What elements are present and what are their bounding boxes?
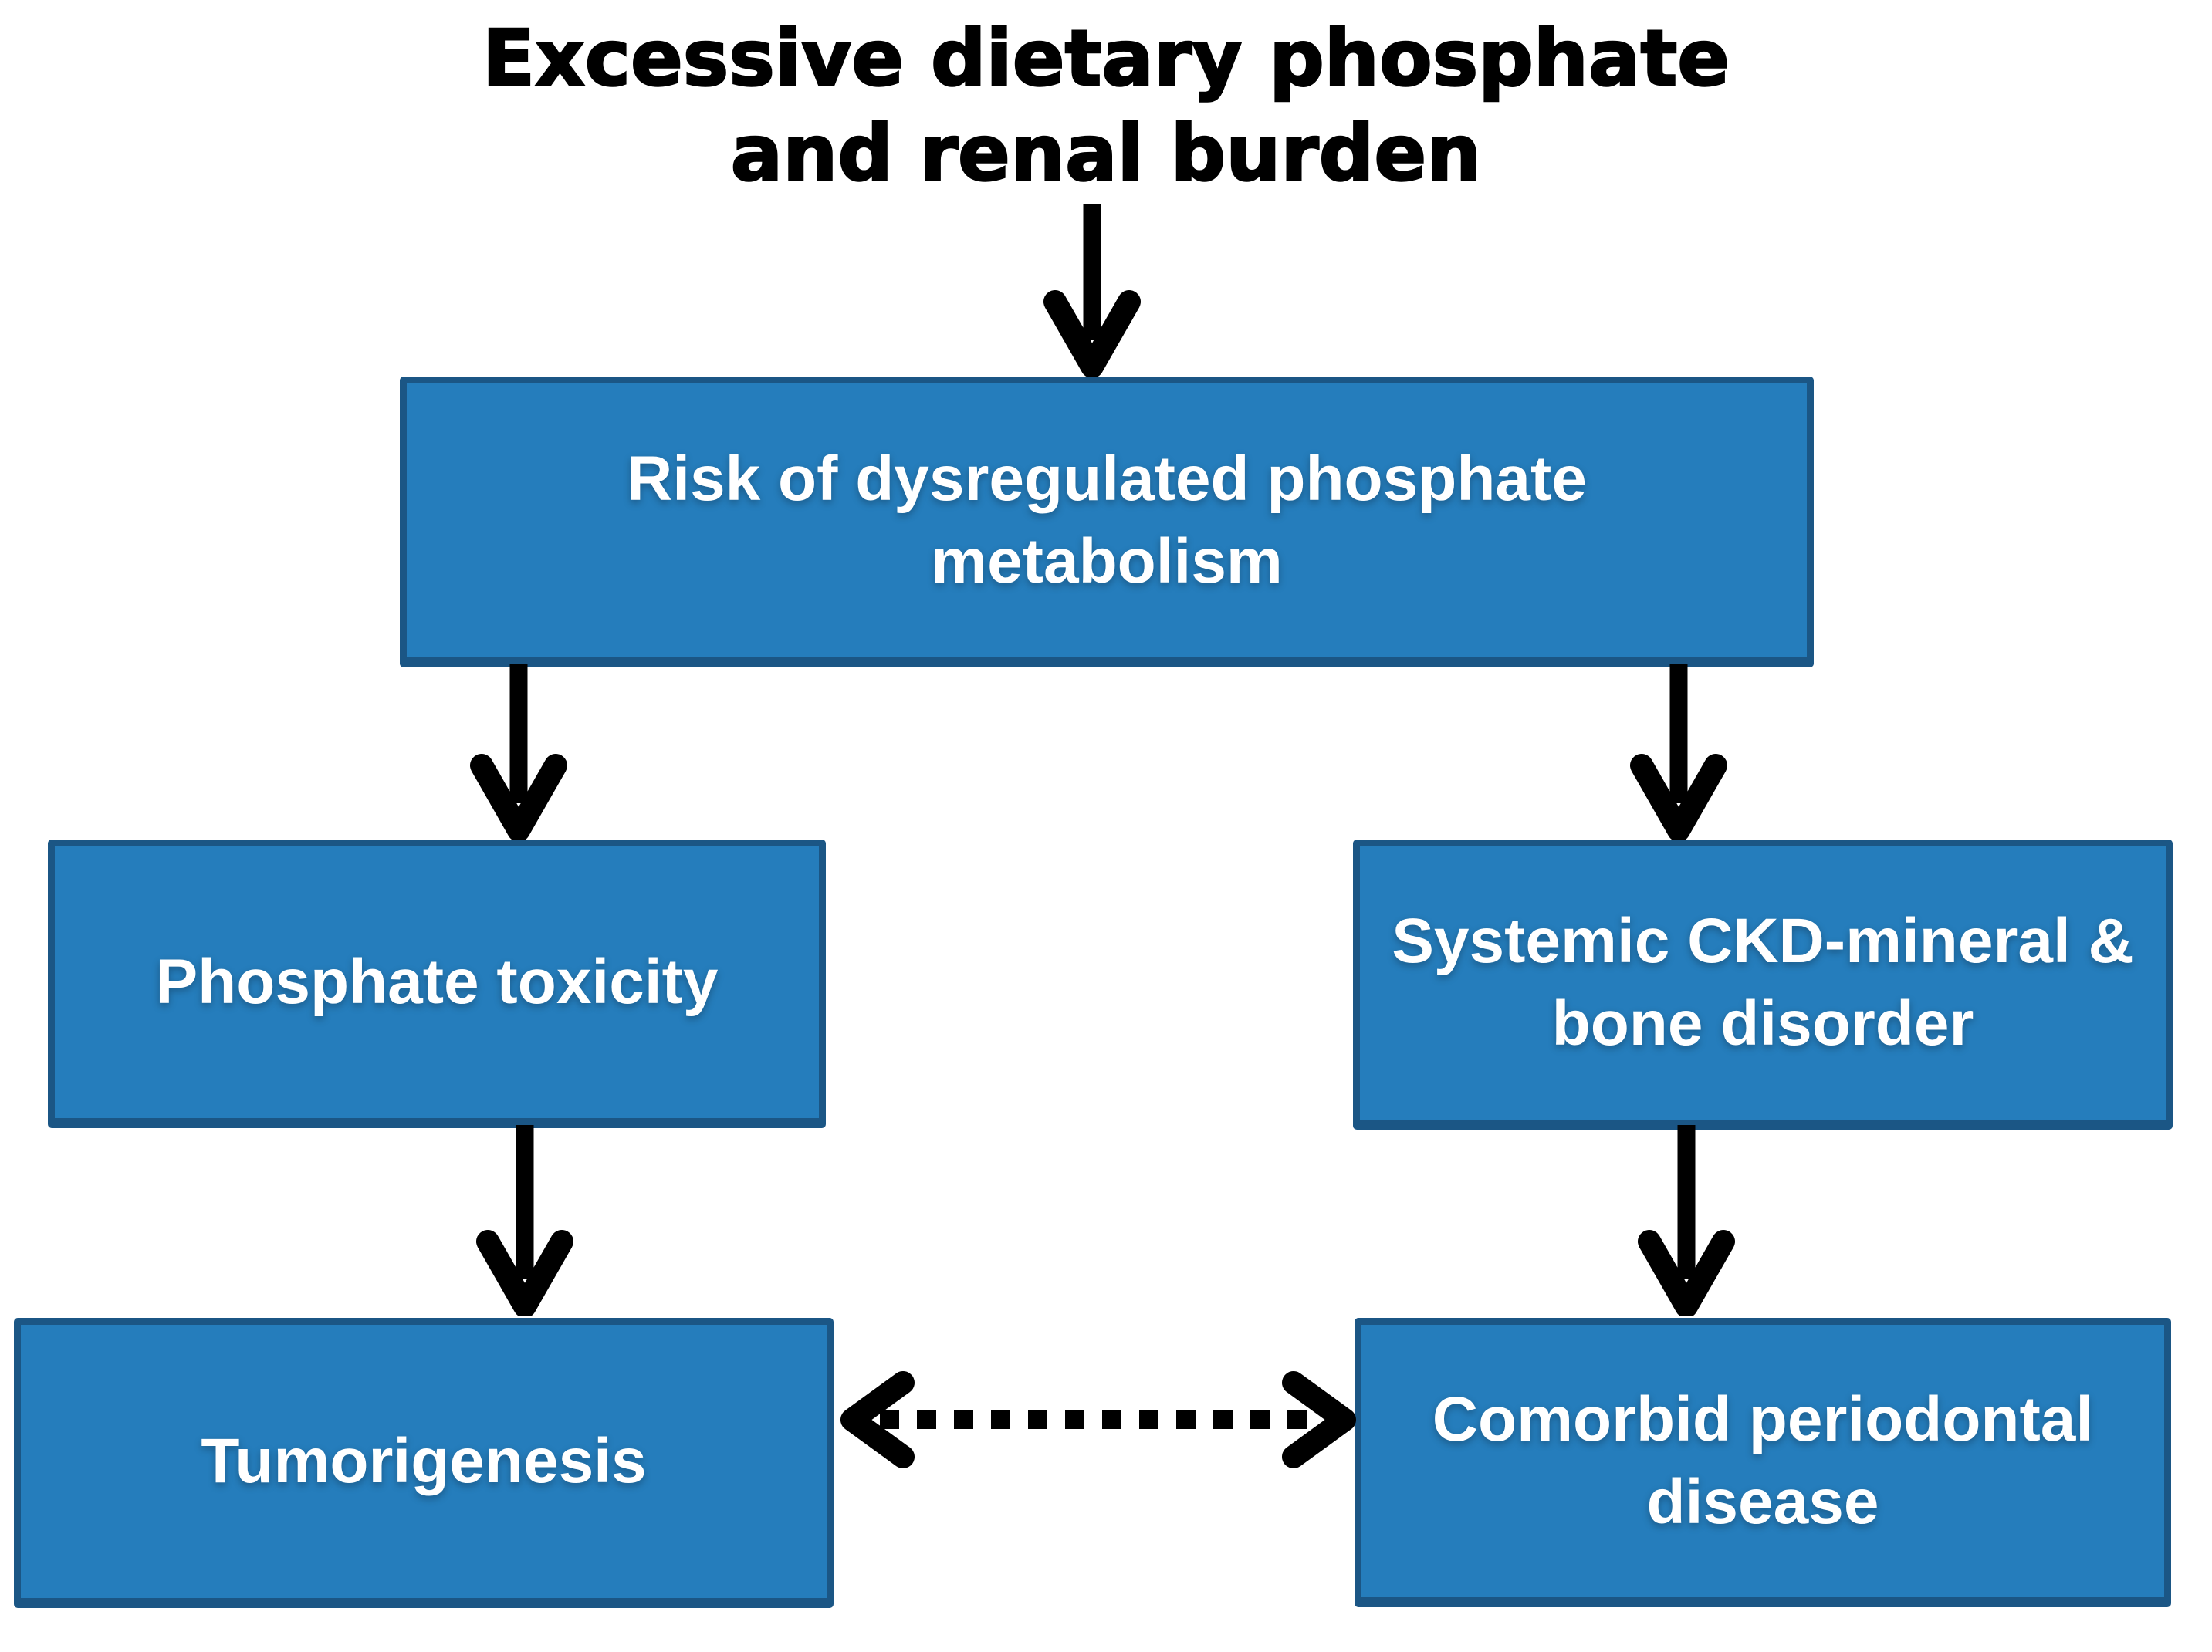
box-risk-dysregulated-phosphate: Risk of dysregulated phosphate metabolis… <box>400 377 1814 667</box>
arrow-risk-to-ckd-mbd <box>1625 664 1733 840</box>
arrow-down-icon <box>1043 204 1141 377</box>
arrow-phosphate-toxicity-to-tumorigenesis <box>471 1125 579 1316</box>
arrow-down-icon <box>470 664 567 840</box>
box-label: Phosphate toxicity <box>155 946 719 1017</box>
box-label: Tumorigenesis <box>201 1425 647 1496</box>
box-label: Comorbid periodontal disease <box>1432 1383 2094 1537</box>
arrow-ckd-mbd-to-periodontal <box>1632 1125 1740 1316</box>
box-comorbid-periodontal: Comorbid periodontal disease <box>1355 1318 2171 1607</box>
arrow-risk-to-phosphate-toxicity <box>465 664 573 840</box>
box-tumorigenesis: Tumorigenesis <box>14 1318 834 1608</box>
double-headed-dashed-arrow-icon <box>840 1371 1356 1468</box>
arrow-down-icon <box>476 1125 573 1316</box>
arrow-title-to-risk <box>1038 204 1146 377</box>
box-phosphate-toxicity: Phosphate toxicity <box>48 840 826 1128</box>
dashed-arrow-tumorigenesis-periodontal <box>832 1356 1365 1483</box>
box-label: Systemic CKD-mineral & bone disorder <box>1392 906 2134 1059</box>
box-systemic-ckd-mbd: Systemic CKD-mineral & bone disorder <box>1353 840 2173 1130</box>
diagram-title: Excessive dietary phosphate and renal bu… <box>482 12 1731 200</box>
box-label: Risk of dysregulated phosphate metabolis… <box>627 443 1587 596</box>
arrow-down-icon <box>1638 1125 1735 1316</box>
arrow-down-icon <box>1630 664 1727 840</box>
